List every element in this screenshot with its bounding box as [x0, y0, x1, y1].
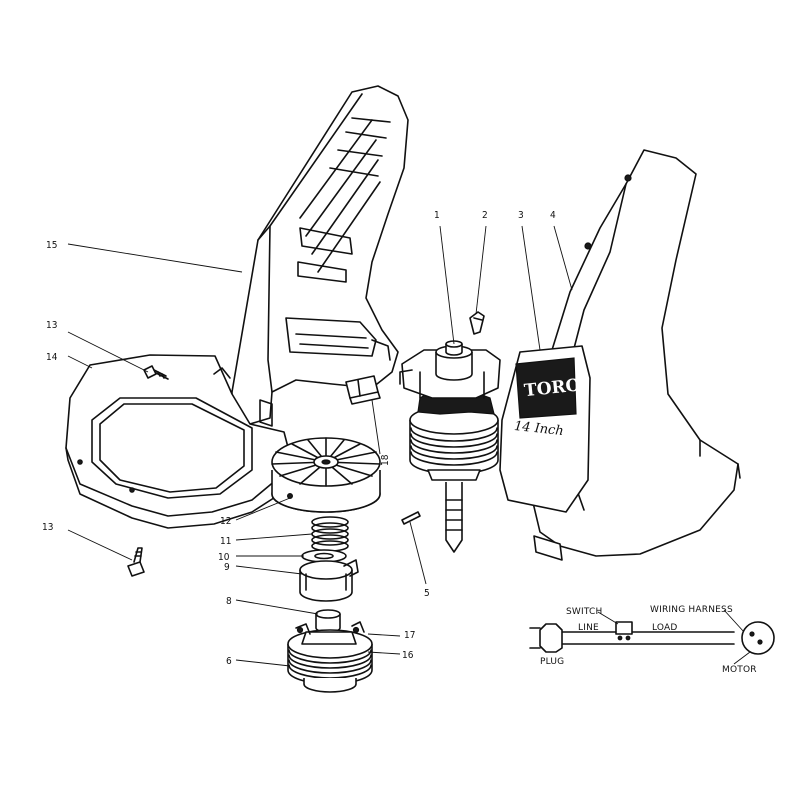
callout-9: 9	[224, 562, 230, 573]
callout-1: 1	[434, 210, 440, 221]
line-label: LINE	[578, 623, 599, 633]
wiring-labels: SWITCH LINE LOAD WIRING HARNESS PLUG MOT…	[540, 605, 757, 675]
callout-5: 5	[424, 588, 430, 599]
upper-housing-part	[231, 85, 409, 427]
wiring-diagram	[529, 621, 775, 655]
callout-14: 14	[46, 352, 58, 363]
spool-retainer-part	[299, 559, 359, 602]
screw-part-upper	[143, 365, 169, 380]
plug-label: PLUG	[540, 657, 564, 667]
fan-part	[271, 437, 381, 513]
callout-4: 4	[550, 210, 556, 221]
callout-17: 17	[404, 630, 415, 641]
motor-label: MOTOR	[722, 665, 757, 675]
wiring-harness-label: WIRING HARNESS	[650, 605, 733, 615]
callout-15: 15	[46, 240, 57, 251]
motor-part	[399, 340, 501, 553]
callout-2: 2	[482, 210, 488, 221]
callout-3: 3	[518, 210, 524, 221]
callout-13-upper: 13	[46, 320, 57, 331]
decal-model-text: 14 Inch	[513, 419, 564, 439]
screw-part-lower	[127, 547, 145, 577]
callout-16: 16	[402, 650, 414, 661]
callout-13-lower: 13	[42, 522, 53, 533]
deck-base-plate-part	[65, 354, 291, 529]
callout-8: 8	[226, 596, 232, 607]
callout-labels: 15 13 14 13 1 2 3 4 5 6 8 9 10 11 12 17 …	[42, 210, 556, 667]
brush-part	[469, 311, 485, 335]
clip-part	[345, 375, 381, 405]
callout-12: 12	[220, 516, 231, 527]
switch-label: SWITCH	[566, 607, 603, 617]
washer-part	[301, 549, 347, 563]
callout-18: 18	[380, 454, 391, 466]
roll-pin-part	[401, 511, 421, 525]
spool-part	[287, 621, 373, 693]
callout-6: 6	[226, 656, 232, 667]
callout-10: 10	[218, 552, 230, 563]
load-label: LOAD	[652, 623, 678, 633]
callout-11: 11	[220, 536, 231, 547]
hub-bolt-part	[315, 609, 341, 633]
spring-part	[311, 516, 349, 552]
toro-decal-part: TORO 14 Inch	[499, 345, 591, 513]
leader-lines	[67, 225, 751, 667]
